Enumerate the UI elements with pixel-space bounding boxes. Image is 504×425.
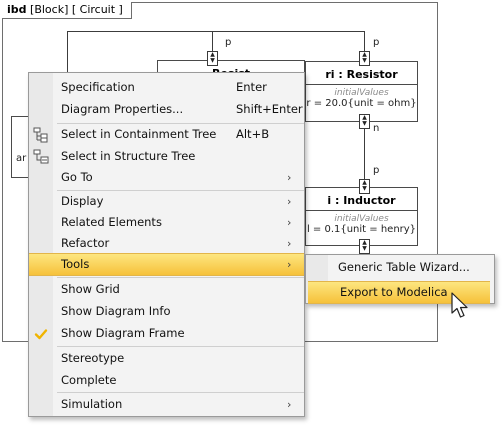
block-title: ri : Resistor bbox=[306, 62, 417, 85]
partial-block-label: ar bbox=[16, 153, 27, 164]
menu-item-label: Diagram Properties... bbox=[61, 102, 184, 116]
menu-item-label: Simulation bbox=[61, 397, 123, 411]
port-label: n bbox=[373, 123, 380, 134]
submenu-arrow-icon: › bbox=[287, 398, 292, 411]
port-label: p bbox=[373, 37, 380, 48]
menu-item-label: Select in Structure Tree bbox=[61, 149, 196, 163]
menu-item-show-diagram-frame[interactable]: Show Diagram Frame bbox=[29, 323, 304, 344]
frame-label-type: ibd bbox=[7, 3, 27, 16]
frame-label-rest: [Block] [ Circuit ] bbox=[30, 3, 123, 16]
menu-item-shortcut: Shift+Enter bbox=[236, 102, 303, 116]
menu-item-select-containment-tree[interactable]: Select in Containment Tree Alt+B bbox=[29, 124, 304, 145]
menu-item-stereotype[interactable]: Stereotype bbox=[29, 348, 304, 369]
connector-wire bbox=[364, 31, 365, 51]
menu-item-label: Tools bbox=[61, 257, 90, 271]
submenu-arrow-icon: › bbox=[287, 195, 292, 208]
port[interactable]: ▲▼ bbox=[359, 114, 370, 129]
block-value: l = 0.1{unit = henry} bbox=[306, 224, 417, 235]
menu-item-label: Generic Table Wizard... bbox=[338, 260, 470, 274]
structure-tree-icon bbox=[33, 149, 49, 164]
menu-item-label: Display bbox=[61, 194, 104, 208]
menu-item-shortcut: Alt+B bbox=[236, 127, 270, 141]
menu-item-shortcut: Enter bbox=[236, 80, 267, 94]
menu-item-label: Show Diagram Frame bbox=[61, 326, 185, 340]
menu-item-label: Go To bbox=[61, 170, 93, 184]
block-value: r = 20.0{unit = ohm} bbox=[306, 98, 417, 109]
menu-item-complete[interactable]: Complete bbox=[29, 370, 304, 391]
port[interactable]: ▲▼ bbox=[359, 51, 370, 66]
menu-item-generic-table-wizard[interactable]: Generic Table Wizard... bbox=[306, 257, 494, 278]
submenu-arrow-icon: › bbox=[287, 258, 292, 271]
menu-separator bbox=[57, 392, 304, 393]
menu-item-show-diagram-info[interactable]: Show Diagram Info bbox=[29, 301, 304, 322]
menu-item-display[interactable]: Display › bbox=[29, 191, 304, 212]
menu-item-label: Complete bbox=[61, 373, 117, 387]
connector-wire bbox=[67, 31, 364, 32]
port[interactable]: ▲▼ bbox=[359, 179, 370, 194]
menu-separator bbox=[57, 123, 304, 124]
diagram-frame-label: ibd [Block] [ Circuit ] bbox=[2, 2, 132, 19]
connector-wire bbox=[212, 31, 213, 51]
block-title: Resist bbox=[158, 61, 304, 75]
inductor-block[interactable]: i : Inductor initialValues l = 0.1{unit … bbox=[305, 187, 418, 246]
resistor-block[interactable]: ri : Resistor initialValues r = 20.0{uni… bbox=[305, 61, 418, 122]
connector-wire bbox=[364, 128, 365, 180]
submenu-arrow-icon: › bbox=[287, 237, 292, 250]
menu-item-label: Show Grid bbox=[61, 282, 120, 296]
menu-item-tools[interactable]: Tools › bbox=[29, 253, 304, 276]
connector-wire bbox=[67, 31, 68, 73]
menu-item-diagram-properties[interactable]: Diagram Properties... Shift+Enter bbox=[29, 99, 304, 120]
checkmark-icon bbox=[34, 329, 48, 340]
port-label: p bbox=[225, 37, 232, 48]
menu-item-show-grid[interactable]: Show Grid bbox=[29, 279, 304, 300]
menu-item-label: Related Elements bbox=[61, 215, 162, 229]
menu-item-label: Refactor bbox=[61, 236, 110, 250]
submenu-arrow-icon: › bbox=[287, 216, 292, 229]
containment-tree-icon bbox=[33, 127, 48, 143]
menu-item-export-to-modelica[interactable]: Export to Modelica bbox=[308, 281, 490, 304]
menu-item-label: Show Diagram Info bbox=[61, 304, 171, 318]
menu-item-label: Stereotype bbox=[61, 351, 125, 365]
submenu-arrow-icon: › bbox=[287, 171, 292, 184]
menu-item-related-elements[interactable]: Related Elements › bbox=[29, 212, 304, 233]
menu-icon-gutter bbox=[29, 73, 53, 416]
menu-item-label: Export to Modelica bbox=[340, 285, 448, 299]
menu-item-simulation[interactable]: Simulation › bbox=[29, 394, 304, 415]
port[interactable]: ▲▼ bbox=[207, 51, 218, 66]
menu-item-select-structure-tree[interactable]: Select in Structure Tree bbox=[29, 146, 304, 167]
menu-item-go-to[interactable]: Go To › bbox=[29, 167, 304, 188]
context-menu: Specification Enter Diagram Properties..… bbox=[28, 72, 305, 417]
menu-separator bbox=[57, 277, 304, 278]
block-compartment-label: initialValues bbox=[334, 88, 389, 98]
block-title: i : Inductor bbox=[306, 188, 417, 211]
menu-separator bbox=[57, 190, 304, 191]
menu-item-label: Specification bbox=[61, 80, 135, 94]
menu-item-specification[interactable]: Specification Enter bbox=[29, 77, 304, 98]
mouse-cursor-icon bbox=[451, 292, 468, 318]
port-label: p bbox=[373, 165, 380, 176]
menu-item-label: Select in Containment Tree bbox=[61, 127, 217, 141]
tools-submenu: Generic Table Wizard... Export to Modeli… bbox=[305, 254, 495, 304]
port[interactable]: ▲▼ bbox=[359, 239, 370, 254]
menu-separator bbox=[57, 346, 304, 347]
block-compartment-label: initialValues bbox=[334, 214, 389, 224]
menu-item-refactor[interactable]: Refactor › bbox=[29, 233, 304, 254]
